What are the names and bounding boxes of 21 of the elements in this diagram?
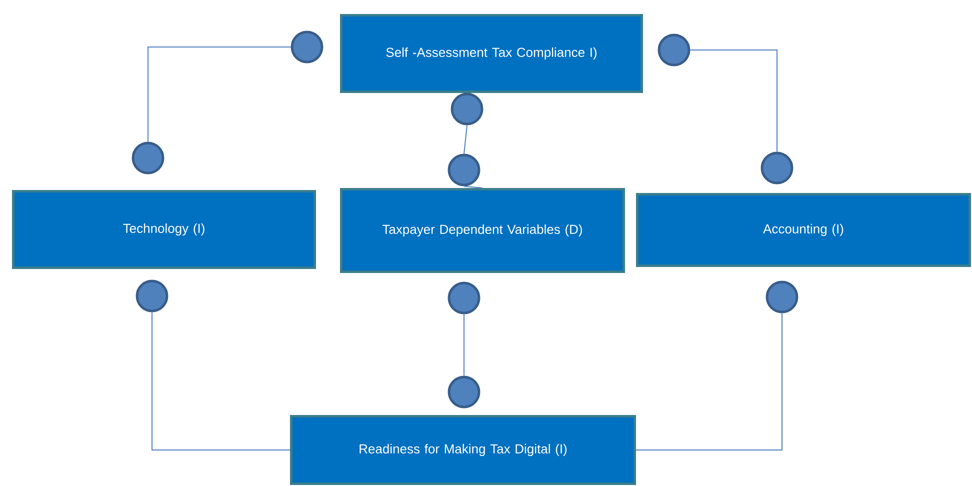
connector-line [690,50,778,152]
variable-box: Taxpayer Dependent Variables (D) [340,188,625,273]
connector-circle [760,152,794,184]
connector-circle [450,92,484,126]
connector-line [148,46,292,142]
variable-box: Accounting (I) [636,193,971,267]
variable-box: Readiness for Making Tax Digital (I) [290,415,636,485]
connector-circle [766,280,798,314]
connector-line [636,312,782,450]
connector-line [464,186,483,188]
connector-circle [658,34,690,66]
connector-line [464,124,468,154]
connector-circle [448,154,480,186]
variable-box: Self -Assessment Tax Compliance I) [340,14,643,93]
variable-box: Technology (I) [12,190,316,269]
connector-line [152,312,290,450]
connector-circle [290,30,324,64]
connector-circle [448,282,480,314]
connector-circle [448,376,480,408]
connector-circle [132,142,164,174]
connector-circle [136,280,168,312]
